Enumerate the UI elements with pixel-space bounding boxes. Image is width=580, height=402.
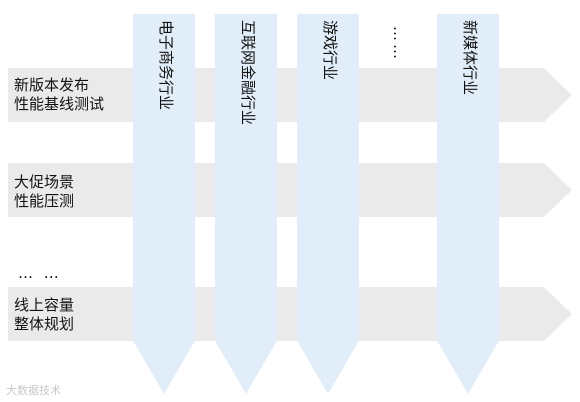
column-arrow-ecommerce [133, 14, 195, 394]
row-label-baseline-test: 新版本发布 性能基线测试 [14, 76, 104, 114]
column-ellipsis: …… [390, 26, 408, 62]
row-label-line: 性能基线测试 [14, 95, 105, 113]
column-arrow-internet-finance [215, 14, 277, 394]
row-label-capacity-planning: 线上容量 整体规划 [14, 296, 74, 334]
row-label-line: 新版本发布 [14, 76, 90, 94]
row-label-line: 性能压测 [14, 192, 75, 210]
row-ellipsis: … … [18, 264, 62, 282]
column-label-ecommerce: 电子商务行业 [157, 20, 175, 111]
column-label-gaming: 游戏行业 [321, 20, 339, 81]
row-label-line: 大促场景 [14, 173, 75, 191]
column-arrow-gaming [297, 14, 359, 394]
column-label-internet-finance: 互联网金融行业 [239, 20, 257, 126]
watermark: 大数据技术 [6, 384, 61, 397]
column-label-new-media: 新媒体行业 [461, 20, 479, 96]
row-label-promo-stress-test: 大促场景 性能压测 [14, 173, 74, 211]
row-label-line: 整体规划 [14, 315, 75, 333]
row-label-line: 线上容量 [14, 296, 75, 314]
column-arrow-new-media [437, 14, 499, 394]
